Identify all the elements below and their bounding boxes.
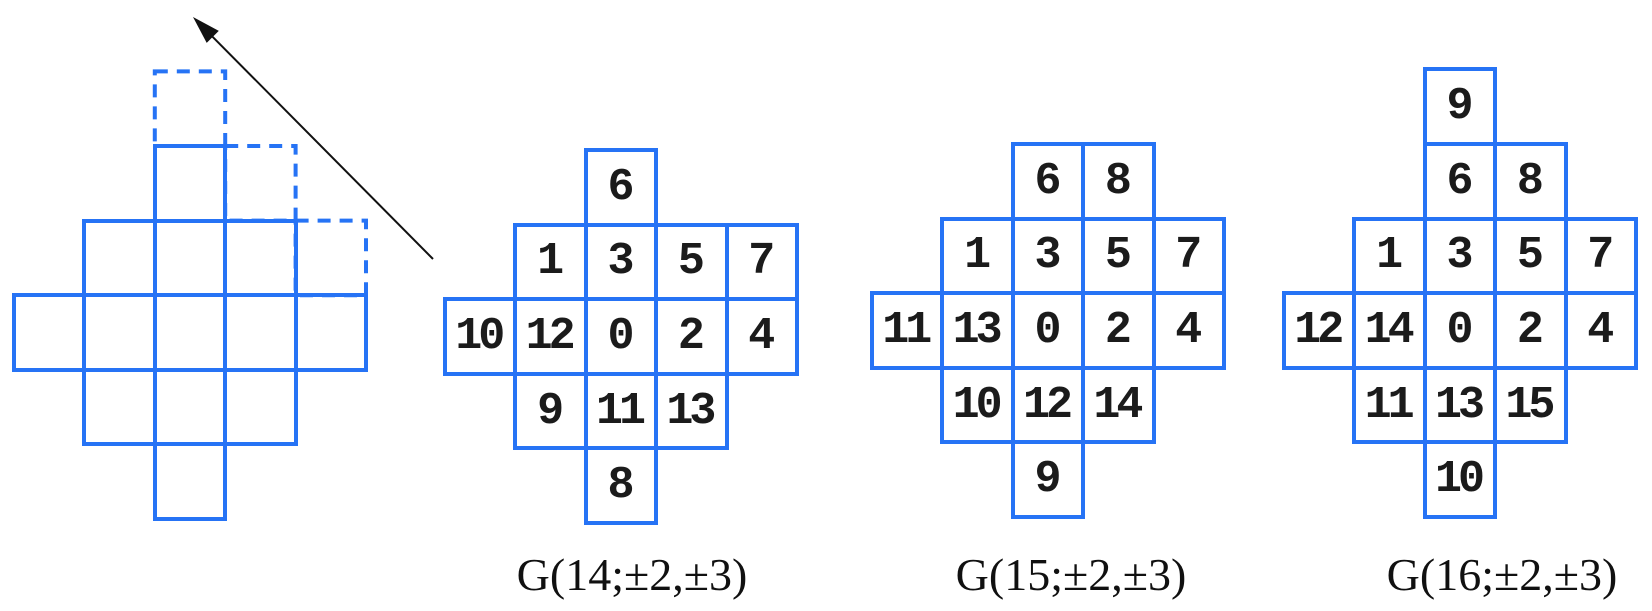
node-cell: 13 [1422, 365, 1498, 445]
base-shape-cell [223, 293, 298, 372]
node-cell: 4 [1563, 291, 1638, 370]
node-cell: 5 [1493, 216, 1568, 296]
node-cell: 6 [1422, 142, 1498, 221]
base-shape-cell [293, 293, 368, 372]
node-cell: 2 [1493, 291, 1568, 370]
node-cell: 13 [940, 291, 1015, 370]
node-cell: 3 [1010, 216, 1086, 296]
node-cell: 13 [654, 371, 729, 451]
base-shape-cell [223, 218, 298, 298]
node-cell: 9 [1422, 67, 1498, 146]
node-cell: 12 [1010, 365, 1086, 445]
arrow-head-icon [193, 17, 219, 43]
node-cell: 0 [583, 297, 659, 376]
base-shape-cell [82, 293, 157, 372]
node-cell: 10 [1422, 440, 1498, 519]
node-cell: 3 [1422, 216, 1498, 296]
node-cell: 7 [1563, 216, 1638, 296]
node-cell: 4 [724, 297, 799, 376]
node-cell: 11 [870, 291, 945, 370]
node-cell: 12 [1282, 291, 1357, 370]
node-cell: 5 [1081, 216, 1156, 296]
node-cell: 6 [583, 148, 659, 227]
node-cell: 14 [1352, 291, 1427, 370]
node-cell: 8 [1493, 142, 1568, 221]
node-cell: 6 [1010, 142, 1086, 221]
node-cell: 10 [940, 365, 1015, 445]
base-shape-cell [152, 218, 228, 298]
node-cell: 3 [583, 222, 659, 302]
node-cell: 15 [1493, 365, 1568, 445]
node-cell: 1 [513, 222, 588, 302]
node-cell: 0 [1010, 291, 1086, 370]
node-cell: 7 [724, 222, 799, 302]
node-cell: 9 [1010, 440, 1086, 519]
base-shape-cell [223, 367, 298, 447]
node-cell: 9 [513, 371, 588, 451]
node-cell: 14 [1081, 365, 1156, 445]
node-cell: 1 [940, 216, 1015, 296]
node-cell: 0 [1422, 291, 1498, 370]
node-cell: 4 [1151, 291, 1226, 370]
graph-label-g16: G(16;±2,±3) [1386, 549, 1618, 600]
node-cell: 2 [1081, 291, 1156, 370]
base-shape-cell [152, 367, 228, 447]
node-cell: 7 [1151, 216, 1226, 296]
translation-arrow-line [204, 28, 434, 260]
node-cell: 5 [654, 222, 729, 302]
base-shape-cell [152, 293, 228, 372]
node-cell: 11 [583, 371, 659, 451]
graph-label-g15: G(15;±2,±3) [955, 549, 1187, 600]
node-cell: 8 [583, 446, 659, 525]
graph-label-g14: G(14;±2,±3) [516, 549, 748, 600]
node-cell: 2 [654, 297, 729, 376]
base-shape-cell [152, 144, 228, 223]
base-shape-cell [152, 442, 228, 521]
base-shape-cell [12, 293, 87, 372]
node-cell: 11 [1352, 365, 1427, 445]
node-cell: 8 [1081, 142, 1156, 221]
node-cell: 12 [513, 297, 588, 376]
node-cell: 1 [1352, 216, 1427, 296]
base-shape-cell [82, 367, 157, 447]
node-cell: 10 [443, 297, 518, 376]
base-shape-cell [82, 218, 157, 298]
